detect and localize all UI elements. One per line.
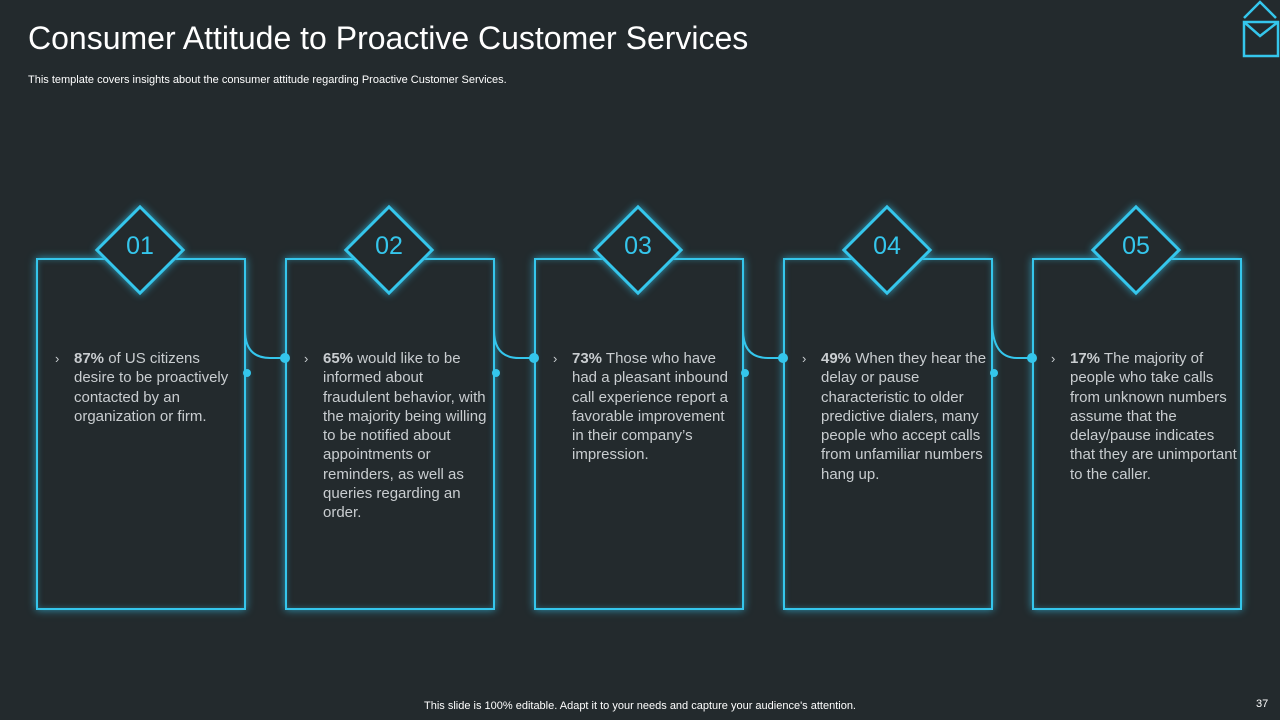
step-text-5: › 17% The majority of people who take ca… bbox=[1051, 349, 1238, 484]
chevron-right-icon: › bbox=[304, 351, 309, 366]
page-number: 37 bbox=[1256, 698, 1269, 710]
step-body-1: of US citizens desire to be proactively … bbox=[74, 350, 229, 425]
step-body-3: Those who have had a pleasant inbound ca… bbox=[572, 350, 728, 464]
step-body-4: When they hear the delay or pause charac… bbox=[821, 350, 987, 483]
chevron-right-icon: › bbox=[553, 351, 558, 366]
slide-subtitle: This template covers insights about the … bbox=[28, 74, 507, 86]
step-number-1: 01 bbox=[126, 232, 154, 260]
step-highlight-1: 87% bbox=[74, 350, 105, 367]
chevron-right-icon: › bbox=[55, 351, 60, 366]
step-card-1 bbox=[36, 258, 246, 610]
step-body-5: The majority of people who take calls fr… bbox=[1070, 350, 1237, 483]
slide-footer: This slide is 100% editable. Adapt it to… bbox=[424, 700, 856, 712]
chevron-right-icon: › bbox=[802, 351, 807, 366]
step-text-4: › 49% When they hear the delay or pause … bbox=[802, 349, 989, 484]
step-number-5: 05 bbox=[1122, 232, 1150, 260]
step-number-4: 04 bbox=[873, 232, 901, 260]
slide-title: Consumer Attitude to Proactive Customer … bbox=[28, 20, 749, 56]
envelope-icon bbox=[1242, 0, 1280, 58]
step-number-3: 03 bbox=[624, 232, 652, 260]
step-text-2: › 65% would like to be informed about fr… bbox=[304, 349, 491, 523]
chevron-right-icon: › bbox=[1051, 351, 1056, 366]
step-highlight-2: 65% bbox=[323, 350, 354, 367]
step-highlight-5: 17% bbox=[1070, 350, 1101, 367]
step-number-2: 02 bbox=[375, 232, 403, 260]
step-highlight-4: 49% bbox=[821, 350, 852, 367]
step-highlight-3: 73% bbox=[572, 350, 603, 367]
step-body-2: would like to be informed about fraudule… bbox=[323, 350, 487, 522]
step-text-3: › 73% Those who have had a pleasant inbo… bbox=[553, 349, 740, 465]
step-text-1: › 87% of US citizens desire to be proact… bbox=[55, 349, 242, 426]
